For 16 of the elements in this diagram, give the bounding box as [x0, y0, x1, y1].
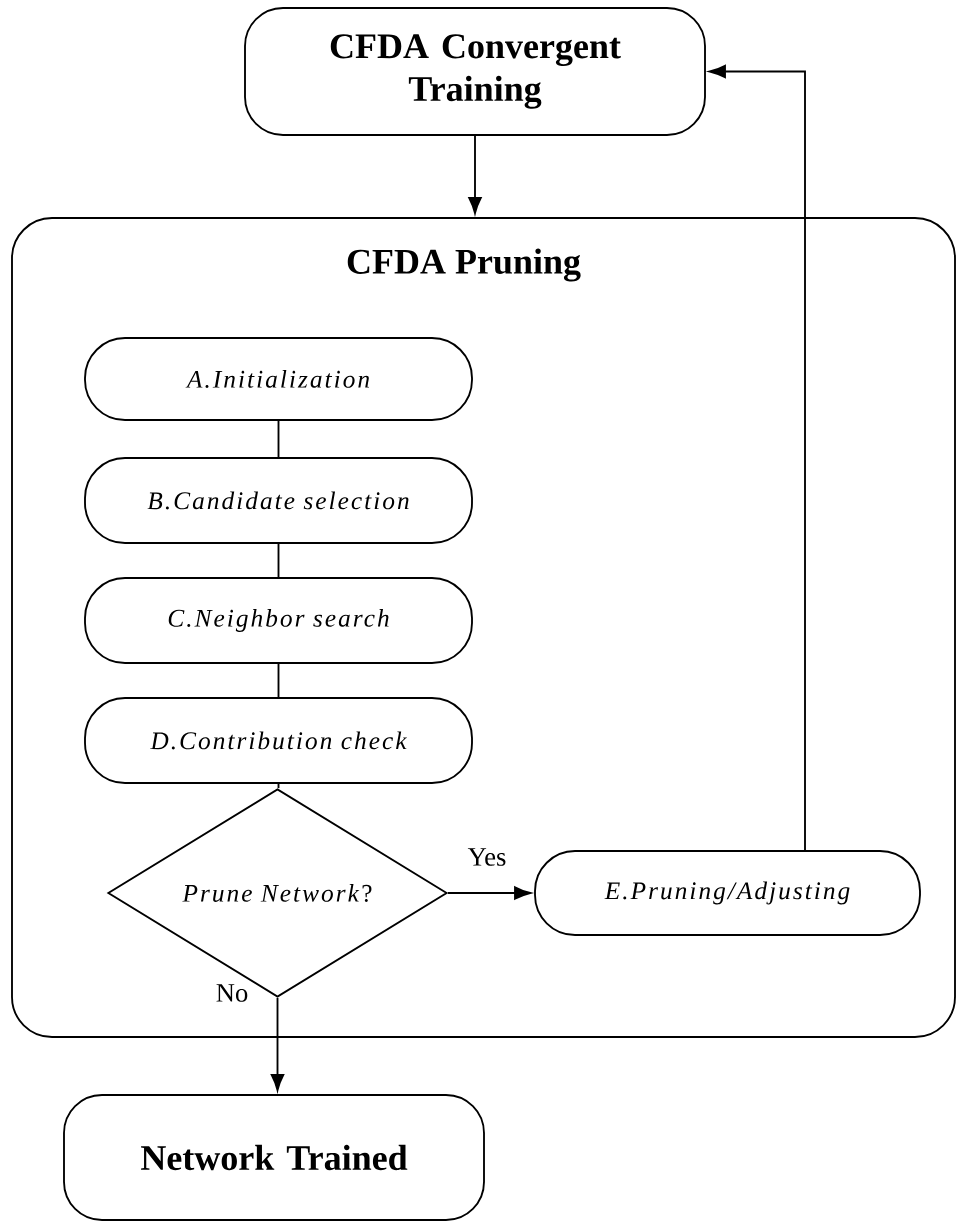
process-box: B.Candidate selection [84, 457, 473, 544]
arrow [708, 64, 806, 851]
arrow [447, 886, 532, 900]
connector-line [277, 783, 280, 790]
terminal-box: Network Trained [63, 1094, 485, 1221]
arrow [270, 997, 285, 1092]
connector-line [277, 420, 280, 458]
process-box: A.Initialization [84, 337, 473, 421]
process-box: E.Pruning/Adjusting [534, 850, 921, 936]
arrow [468, 135, 482, 215]
connector-line [277, 543, 280, 578]
edge-label: Yes [466, 846, 508, 868]
process-box: C.Neighbor search [84, 577, 473, 664]
connector-line [277, 663, 280, 698]
process-box: D.Contribution check [84, 697, 473, 784]
terminal-box: CFDA Convergent Training [244, 7, 706, 136]
